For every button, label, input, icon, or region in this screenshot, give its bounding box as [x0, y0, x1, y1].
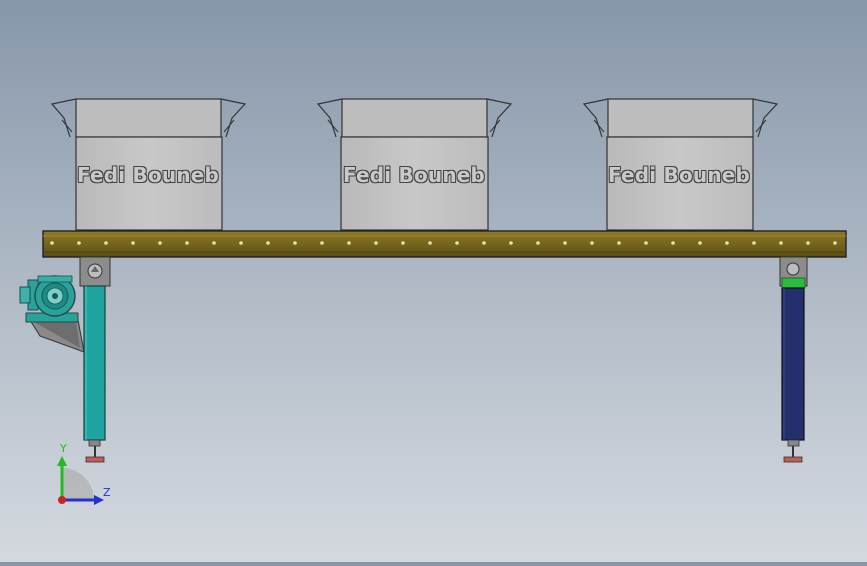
bolt-hole: [131, 241, 135, 245]
bolt-hole: [725, 241, 729, 245]
drive-motor[interactable]: [19, 275, 85, 353]
bolt-hole: [806, 241, 810, 245]
bolt-hole: [158, 241, 162, 245]
x-axis-dot: [58, 496, 66, 504]
bolt-hole: [266, 241, 270, 245]
bolt-hole: [212, 241, 216, 245]
carton-box-3[interactable]: [582, 98, 779, 231]
bolt-hole: [509, 241, 513, 245]
carton-box-2[interactable]: [316, 98, 513, 231]
bolt-hole: [374, 241, 378, 245]
bolt-hole: [833, 241, 837, 245]
bolt-hole: [428, 241, 432, 245]
bolt-hole: [644, 241, 648, 245]
bolt-hole: [401, 241, 405, 245]
triad-z-label: Z: [103, 486, 111, 499]
conveyor-beam[interactable]: [42, 230, 847, 258]
bolt-hole: [104, 241, 108, 245]
bolt-hole: [482, 241, 486, 245]
bolt-hole: [563, 241, 567, 245]
carton-box-1[interactable]: [50, 98, 247, 231]
bolt-hole: [185, 241, 189, 245]
bolt-hole: [617, 241, 621, 245]
bolt-hole: [50, 241, 54, 245]
coordinate-triad[interactable]: [57, 456, 104, 505]
beam-bolt-holes: [50, 241, 837, 245]
bolt-hole: [536, 241, 540, 245]
bolt-hole: [293, 241, 297, 245]
bolt-hole: [779, 241, 783, 245]
bolt-hole: [77, 241, 81, 245]
bolt-hole: [698, 241, 702, 245]
bolt-hole: [590, 241, 594, 245]
bolt-hole: [752, 241, 756, 245]
bolt-hole: [239, 241, 243, 245]
triad-y-label: Y: [60, 442, 67, 455]
support-leg-right[interactable]: [779, 256, 808, 463]
support-leg-left[interactable]: [79, 256, 111, 463]
bolt-hole: [455, 241, 459, 245]
bolt-hole: [671, 241, 675, 245]
bolt-hole: [320, 241, 324, 245]
bolt-hole: [347, 241, 351, 245]
